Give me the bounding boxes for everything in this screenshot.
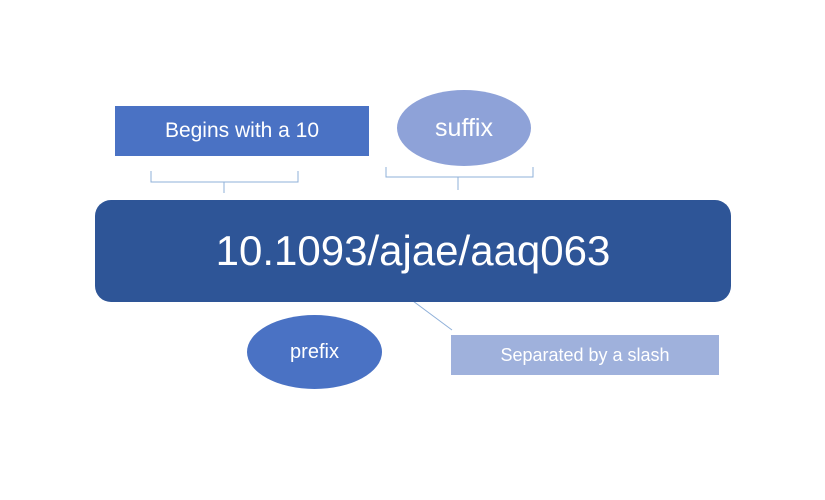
suffix-text: suffix xyxy=(435,113,493,142)
begins-with-10-text: Begins with a 10 xyxy=(164,119,320,142)
suffix-ellipse: suffix xyxy=(397,90,531,166)
suffix-brace xyxy=(385,167,534,190)
separated-by-slash-text: Separated by a slash xyxy=(500,344,670,365)
prefix-ellipse: prefix xyxy=(247,315,382,389)
doi-box: 10.1093/ajae/aaq063 xyxy=(95,200,731,302)
prefix-text: prefix xyxy=(290,340,339,363)
doi-text: 10.1093/ajae/aaq063 xyxy=(215,227,611,274)
begins-with-10-label: Begins with a 10 xyxy=(115,106,369,156)
begins-brace xyxy=(150,171,299,193)
separated-by-slash-label: Separated by a slash xyxy=(451,335,719,375)
